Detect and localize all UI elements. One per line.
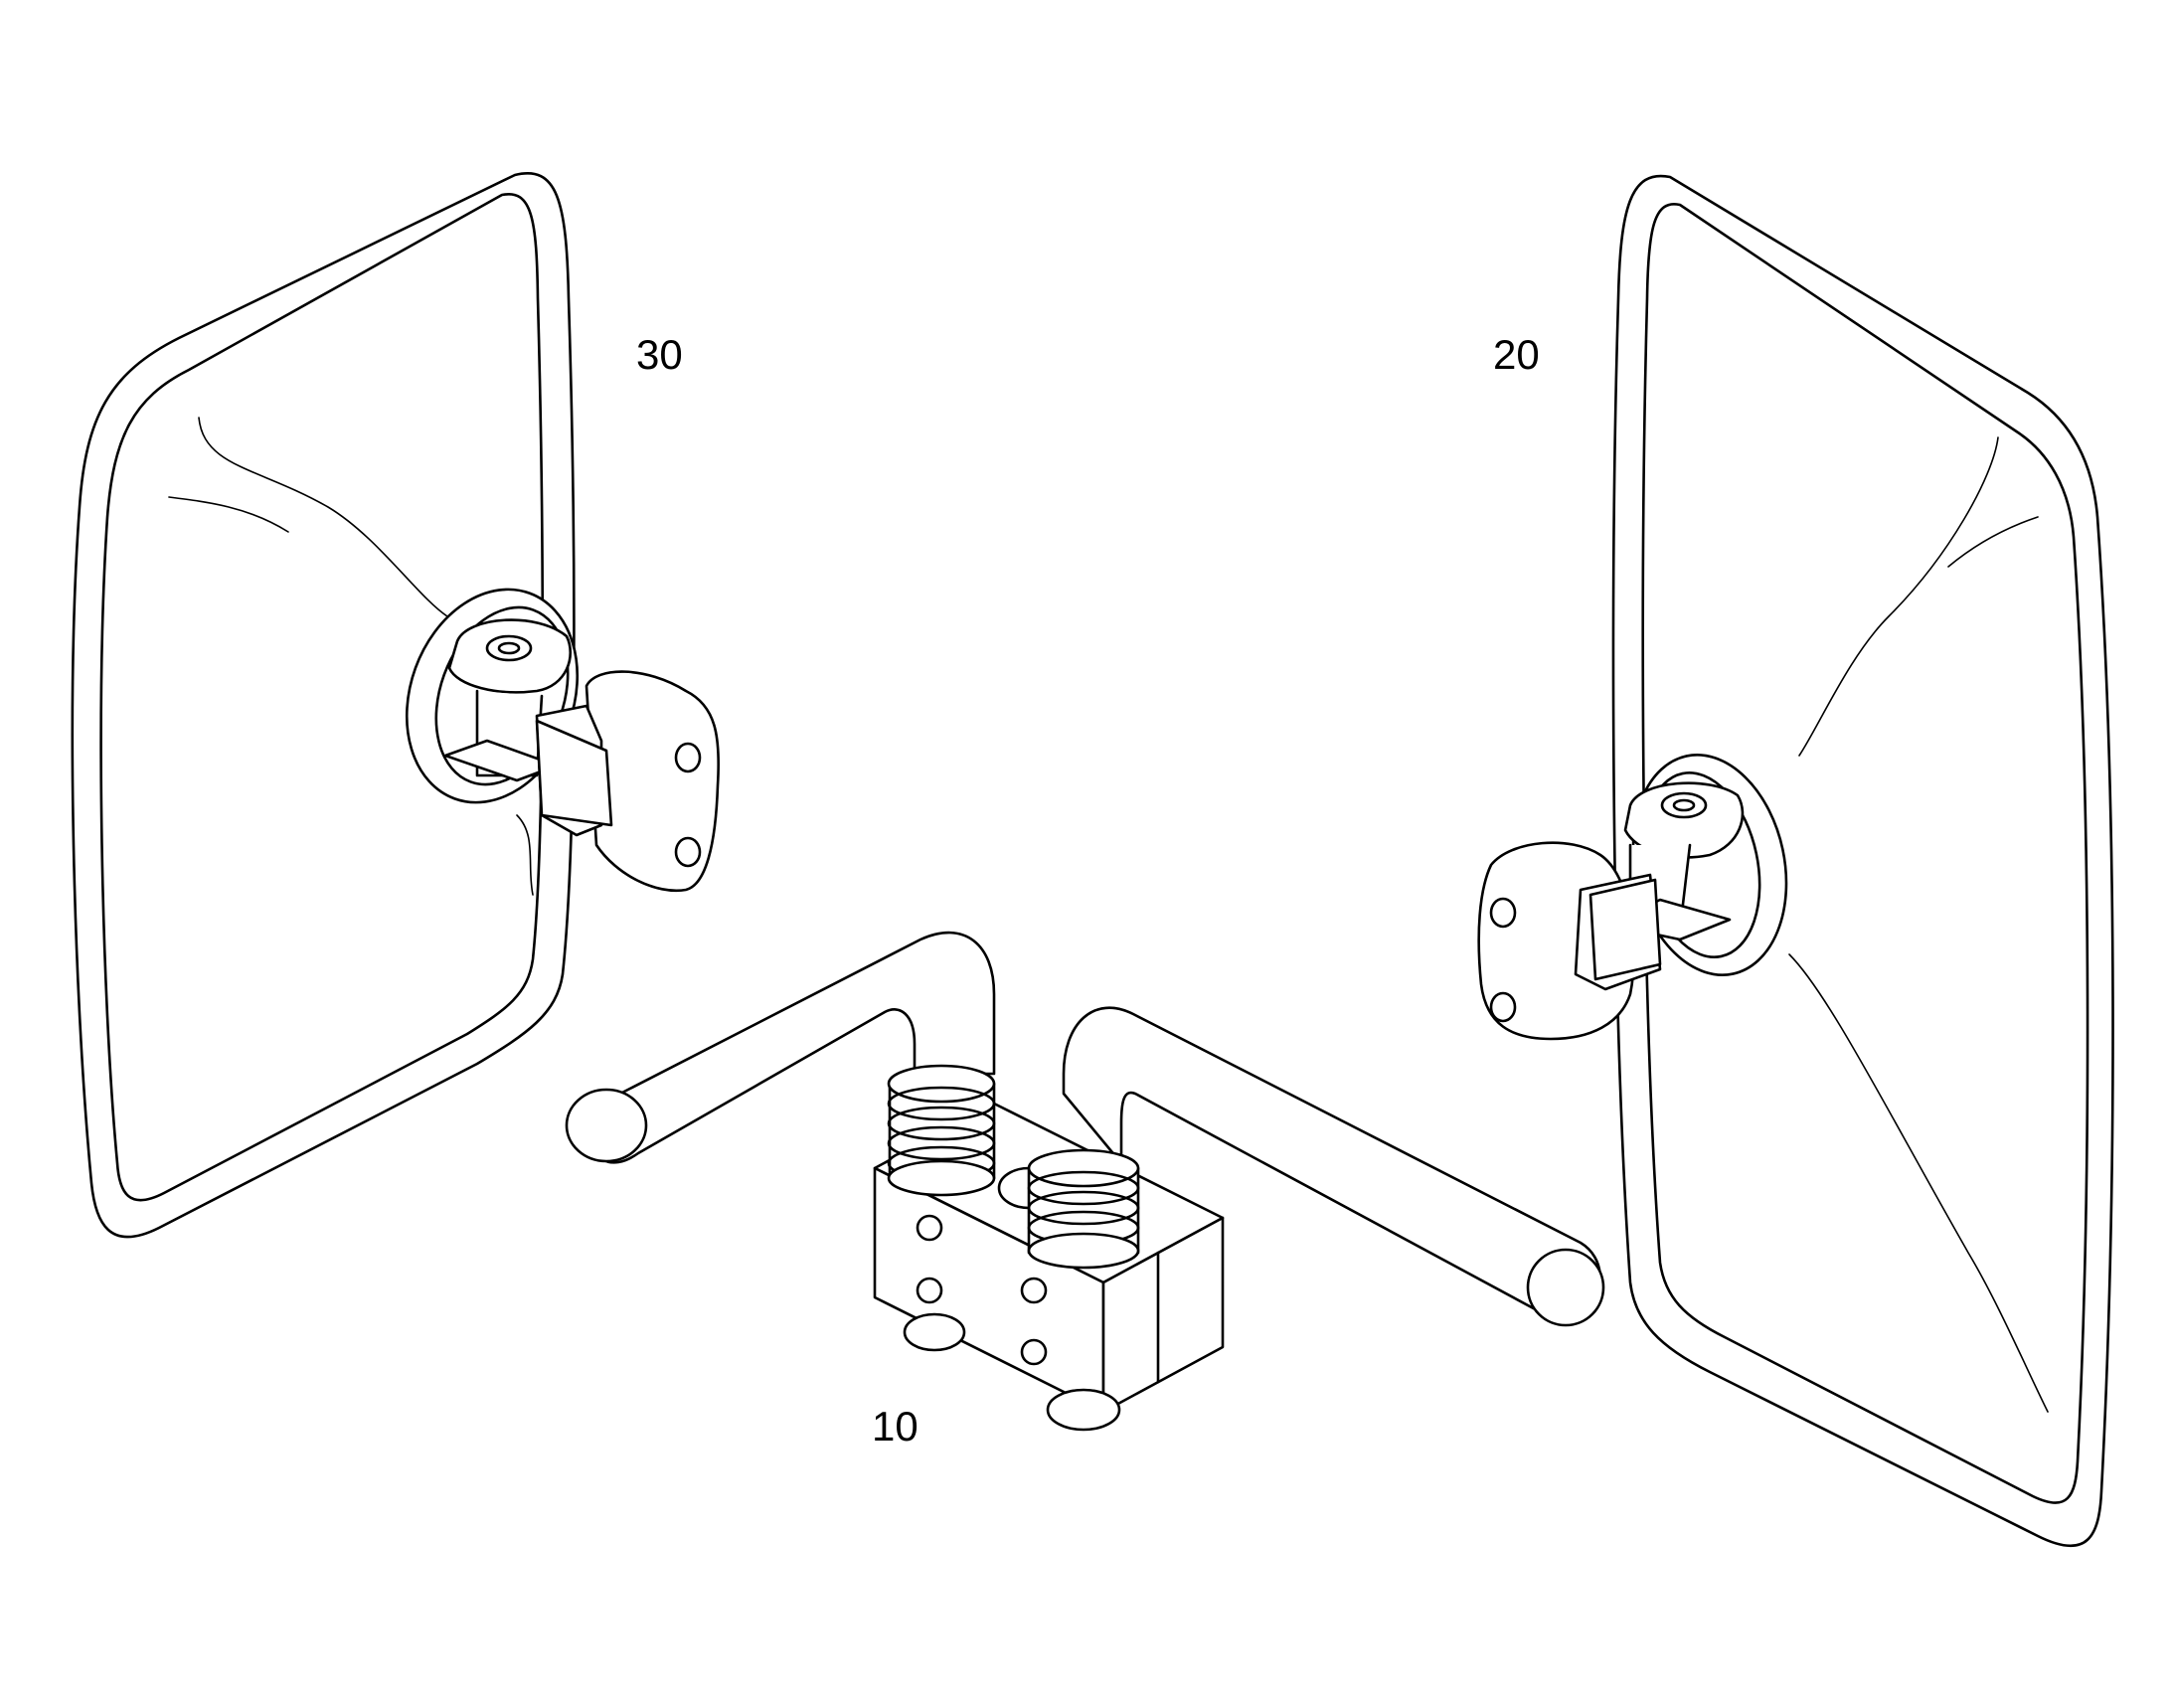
reference-label-right-mirror: 20 (1493, 331, 1540, 378)
right-mirror-rib-lower (1788, 953, 2049, 1413)
mount-bar-assembly (565, 931, 1605, 1432)
right-threaded-collar (1027, 1148, 1140, 1270)
left-mirror-outer-frame (71, 172, 576, 1239)
left-mirror-rib-side (168, 496, 289, 533)
left-mount-screw-slot (497, 641, 521, 655)
left-mirror (71, 172, 576, 1239)
right-bar-end-cap (1526, 1248, 1605, 1327)
reference-label-mount-bar: 10 (872, 1403, 919, 1450)
right-clamp-hole-top (1489, 897, 1517, 929)
left-clamp (535, 670, 721, 893)
block-foot-right (1046, 1388, 1121, 1432)
right-mirror (1611, 174, 2114, 1548)
right-clamp-hole-bottom (1489, 991, 1517, 1023)
right-mirror-rib-upper (1798, 436, 1999, 757)
block-bolt-2 (916, 1277, 943, 1304)
block-bolt-3 (1020, 1277, 1048, 1304)
mount-block-side (1101, 1216, 1225, 1414)
block-bolt-4 (1020, 1338, 1048, 1366)
left-clamp-pad (535, 719, 613, 827)
right-mount-screw-slot (1672, 798, 1696, 812)
right-mirror-inner-frame (1641, 202, 2089, 1504)
right-clamp-pad (1588, 878, 1662, 981)
left-mirror-rib-lower (516, 814, 534, 896)
reference-label-left-mirror: 30 (636, 331, 683, 378)
left-threaded-collar (887, 1064, 996, 1197)
block-bolt-1 (916, 1214, 943, 1242)
left-clamp-hole-top (674, 742, 702, 773)
left-mount-cup-top (447, 618, 572, 694)
right-mount-screw-head (1660, 791, 1708, 819)
left-clamp-body (585, 670, 721, 893)
right-mirror-outer-frame (1611, 174, 2114, 1548)
right-clamp (1477, 841, 1662, 1041)
block-foot-left (903, 1312, 966, 1352)
right-ball-joint (1608, 754, 1788, 976)
left-mount-screw-head (485, 634, 533, 662)
left-clamp-hole-bottom (674, 836, 702, 868)
left-bar-end-cap (565, 1088, 648, 1163)
left-mirror-inner-frame (99, 192, 545, 1202)
left-mirror-rib-upper (198, 417, 448, 617)
right-mirror-rib-right (1947, 516, 2039, 568)
left-ball-joint (405, 588, 580, 804)
